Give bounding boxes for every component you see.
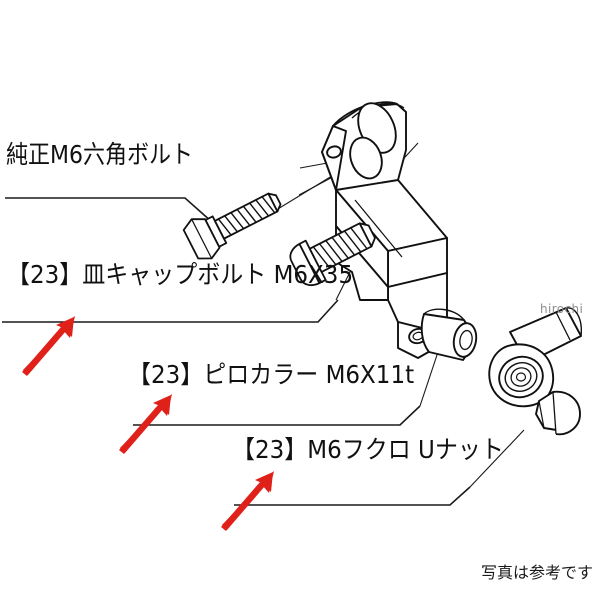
pointer-collar-tail	[419, 351, 439, 407]
pointer-nut-tail	[469, 429, 525, 488]
label-hex-bolt: 純正M6六角ボルト	[6, 140, 193, 169]
leader-cap-bolt	[2, 299, 339, 323]
label-pillow-collar: 【23】ピロカラー M6X11t	[128, 360, 415, 389]
label-cap-nut: 【23】M6フクロ Uナット	[232, 435, 504, 464]
leader-hex-bolt	[5, 197, 213, 223]
leader-pillow-collar	[133, 405, 421, 426]
label-cap-bolt: 【23】皿キャップボルト M6X35	[7, 260, 354, 289]
cap-nut-icon	[535, 390, 581, 436]
pillow-collar-icon	[420, 308, 478, 361]
reference-note: 写真は参考です	[481, 563, 594, 582]
pointer-capbolt-tail	[335, 267, 353, 301]
flat-head-cap-bolt-icon	[289, 222, 376, 287]
red-arrows	[22, 316, 274, 531]
pillow-ball-rod-end-icon	[488, 307, 582, 408]
hex-bolt-icon	[182, 192, 282, 260]
leader-lines	[2, 197, 471, 506]
red-arrow-icon	[22, 316, 75, 376]
leader-cap-nut	[234, 486, 471, 506]
red-arrow-icon	[119, 394, 172, 454]
red-arrow-icon	[221, 471, 274, 531]
watermark-text: hirochi	[540, 302, 584, 316]
